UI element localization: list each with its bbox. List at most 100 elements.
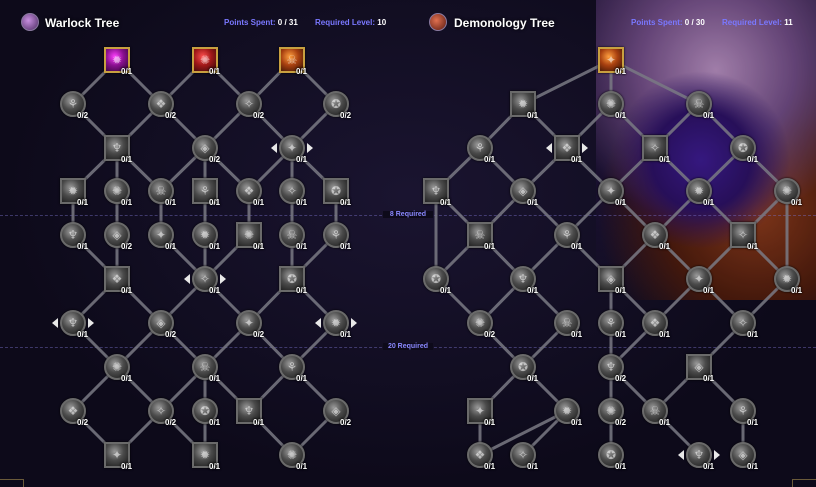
demonology-talent-node-22[interactable]: ✺ bbox=[467, 310, 493, 336]
choice-left-arrow-icon[interactable] bbox=[271, 143, 277, 153]
demonology-talent-node-14[interactable]: ⚘ bbox=[554, 222, 580, 248]
warlock-talent-node-20[interactable]: ✹ bbox=[192, 222, 218, 248]
warlock-talent-node-11[interactable]: ✺ bbox=[104, 178, 130, 204]
warlock-talent-node-19[interactable]: ✦ bbox=[148, 222, 174, 248]
warlock-talent-node-37[interactable]: ♆ bbox=[236, 398, 262, 424]
demonology-talent-node-17[interactable]: ✪ bbox=[423, 266, 449, 292]
demonology-talent-node-12[interactable]: ✺ bbox=[774, 178, 800, 204]
demonology-talent-node-7[interactable]: ✪ bbox=[730, 135, 756, 161]
demonology-talent-node-11[interactable]: ✹ bbox=[686, 178, 712, 204]
demonology-talent-node-34[interactable]: ⚘ bbox=[730, 398, 756, 424]
warlock-talent-node-33[interactable]: ⚘ bbox=[279, 354, 305, 380]
choice-right-arrow-icon[interactable] bbox=[88, 318, 94, 328]
warlock-talent-node-6[interactable]: ✪ bbox=[323, 91, 349, 117]
demonology-talent-node-20[interactable]: ✦ bbox=[686, 266, 712, 292]
demonology-talent-node-10[interactable]: ✦ bbox=[598, 178, 624, 204]
warlock-talent-node-29[interactable]: ✦ bbox=[236, 310, 262, 336]
warlock-talent-node-0[interactable]: ✹ bbox=[104, 47, 130, 73]
demonology-talent-node-32[interactable]: ✺ bbox=[598, 398, 624, 424]
choice-right-arrow-icon[interactable] bbox=[307, 143, 313, 153]
demonology-talent-node-29[interactable]: ◈ bbox=[686, 354, 712, 380]
demonology-talent-node-39[interactable]: ◈ bbox=[730, 442, 756, 468]
warlock-talent-node-16[interactable]: ✪ bbox=[323, 178, 349, 204]
demonology-talent-node-16[interactable]: ✧ bbox=[730, 222, 756, 248]
warlock-talent-node-18[interactable]: ◈ bbox=[104, 222, 130, 248]
warlock-talent-node-23[interactable]: ⚘ bbox=[323, 222, 349, 248]
warlock-talent-node-32[interactable]: ☠ bbox=[192, 354, 218, 380]
warlock-talent-node-12[interactable]: ☠ bbox=[148, 178, 174, 204]
warlock-talent-node-4[interactable]: ❖ bbox=[148, 91, 174, 117]
warlock-talent-node-34[interactable]: ❖ bbox=[60, 398, 86, 424]
warlock-talent-node-14[interactable]: ❖ bbox=[236, 178, 262, 204]
demonology-talent-node-0[interactable]: ✦ bbox=[598, 47, 624, 73]
choice-left-arrow-icon[interactable] bbox=[52, 318, 58, 328]
warlock-talent-node-36[interactable]: ✪ bbox=[192, 398, 218, 424]
talent-icon: ❖ bbox=[111, 272, 123, 286]
talent-icon: ✺ bbox=[111, 184, 123, 198]
choice-right-arrow-icon[interactable] bbox=[351, 318, 357, 328]
warlock-talent-node-21[interactable]: ✺ bbox=[236, 222, 262, 248]
warlock-talent-node-1[interactable]: ✺ bbox=[192, 47, 218, 73]
required-level-label: Required Level: bbox=[722, 18, 783, 27]
choice-right-arrow-icon[interactable] bbox=[582, 143, 588, 153]
warlock-talent-node-40[interactable]: ✹ bbox=[192, 442, 218, 468]
warlock-talent-node-26[interactable]: ✪ bbox=[279, 266, 305, 292]
warlock-talent-node-13[interactable]: ⚘ bbox=[192, 178, 218, 204]
warlock-talent-node-5[interactable]: ✧ bbox=[236, 91, 262, 117]
warlock-talent-node-3[interactable]: ⚘ bbox=[60, 91, 86, 117]
choice-left-arrow-icon[interactable] bbox=[546, 143, 552, 153]
demonology-talent-node-15[interactable]: ❖ bbox=[642, 222, 668, 248]
demonology-talent-node-24[interactable]: ⚘ bbox=[598, 310, 624, 336]
demonology-talent-node-5[interactable]: ❖ bbox=[554, 135, 580, 161]
demonology-talent-node-6[interactable]: ✧ bbox=[642, 135, 668, 161]
demonology-talent-node-31[interactable]: ✹ bbox=[554, 398, 580, 424]
choice-left-arrow-icon[interactable] bbox=[678, 450, 684, 460]
warlock-talent-node-10[interactable]: ✹ bbox=[60, 178, 86, 204]
demonology-talent-node-23[interactable]: ☠ bbox=[554, 310, 580, 336]
demonology-talent-node-36[interactable]: ✧ bbox=[510, 442, 536, 468]
demonology-talent-node-27[interactable]: ✪ bbox=[510, 354, 536, 380]
warlock-talent-node-15[interactable]: ✧ bbox=[279, 178, 305, 204]
demonology-talent-node-13[interactable]: ☠ bbox=[467, 222, 493, 248]
warlock-talent-node-25[interactable]: ✧ bbox=[192, 266, 218, 292]
demonology-talent-node-33[interactable]: ☠ bbox=[642, 398, 668, 424]
demonology-talent-node-1[interactable]: ✹ bbox=[510, 91, 536, 117]
choice-right-arrow-icon[interactable] bbox=[220, 274, 226, 284]
talent-rank-label: 0/1 bbox=[527, 198, 539, 207]
warlock-talent-node-9[interactable]: ✦ bbox=[279, 135, 305, 161]
talent-icon: ⚘ bbox=[67, 97, 79, 111]
warlock-talent-node-35[interactable]: ✧ bbox=[148, 398, 174, 424]
warlock-talent-node-24[interactable]: ❖ bbox=[104, 266, 130, 292]
warlock-talent-node-30[interactable]: ✹ bbox=[323, 310, 349, 336]
warlock-talent-node-28[interactable]: ◈ bbox=[148, 310, 174, 336]
warlock-talent-node-2[interactable]: ☠ bbox=[279, 47, 305, 73]
demonology-talent-node-28[interactable]: ♆ bbox=[598, 354, 624, 380]
demonology-required-level: Required Level: 11 bbox=[722, 18, 793, 27]
demonology-talent-node-8[interactable]: ♆ bbox=[423, 178, 449, 204]
warlock-talent-node-31[interactable]: ✺ bbox=[104, 354, 130, 380]
demonology-talent-node-9[interactable]: ◈ bbox=[510, 178, 536, 204]
demonology-talent-node-30[interactable]: ✦ bbox=[467, 398, 493, 424]
warlock-talent-node-39[interactable]: ✦ bbox=[104, 442, 130, 468]
demonology-talent-node-21[interactable]: ✹ bbox=[774, 266, 800, 292]
demonology-talent-node-38[interactable]: ♆ bbox=[686, 442, 712, 468]
warlock-talent-node-38[interactable]: ◈ bbox=[323, 398, 349, 424]
warlock-talent-node-41[interactable]: ✺ bbox=[279, 442, 305, 468]
demonology-talent-node-4[interactable]: ⚘ bbox=[467, 135, 493, 161]
warlock-talent-node-17[interactable]: ♆ bbox=[60, 222, 86, 248]
demonology-talent-node-2[interactable]: ✺ bbox=[598, 91, 624, 117]
demonology-talent-node-35[interactable]: ❖ bbox=[467, 442, 493, 468]
warlock-talent-node-22[interactable]: ☠ bbox=[279, 222, 305, 248]
demonology-talent-node-3[interactable]: ☠ bbox=[686, 91, 712, 117]
demonology-talent-node-25[interactable]: ❖ bbox=[642, 310, 668, 336]
demonology-talent-node-37[interactable]: ✪ bbox=[598, 442, 624, 468]
warlock-talent-node-27[interactable]: ♆ bbox=[60, 310, 86, 336]
demonology-talent-node-19[interactable]: ◈ bbox=[598, 266, 624, 292]
choice-left-arrow-icon[interactable] bbox=[184, 274, 190, 284]
demonology-talent-node-26[interactable]: ✧ bbox=[730, 310, 756, 336]
demonology-talent-node-18[interactable]: ♆ bbox=[510, 266, 536, 292]
choice-right-arrow-icon[interactable] bbox=[714, 450, 720, 460]
warlock-talent-node-8[interactable]: ◈ bbox=[192, 135, 218, 161]
warlock-talent-node-7[interactable]: ♆ bbox=[104, 135, 130, 161]
choice-left-arrow-icon[interactable] bbox=[315, 318, 321, 328]
